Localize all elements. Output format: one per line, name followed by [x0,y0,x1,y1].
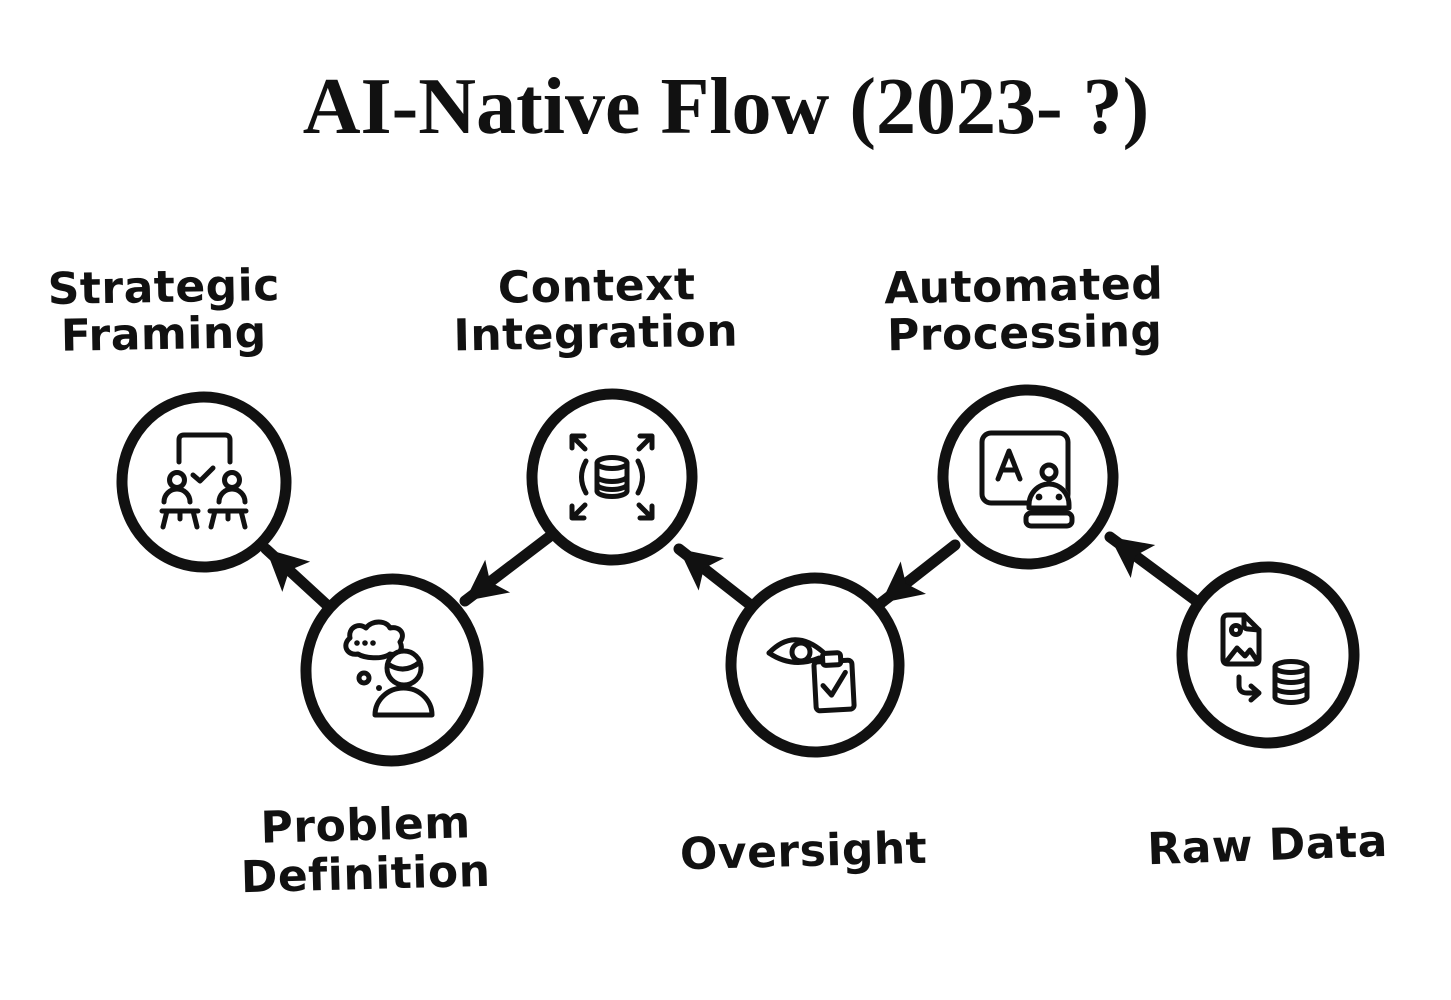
node-circle [300,573,484,767]
diagram-title: AI-Native Flow (2023- ?) [303,63,1149,151]
node-label-line: Raw Data [1146,816,1388,875]
eye-checklist-icon [766,637,857,714]
node-circle [1176,561,1360,749]
edges [260,531,1201,612]
database-expand-icon [569,433,655,521]
node-label-line: Processing [887,306,1163,362]
node-label-line: Integration [453,306,738,362]
node-circle [725,572,905,758]
thinking-person-icon [343,619,435,718]
image-to-database-icon [1220,612,1310,705]
node-label-line: Oversight [679,823,928,880]
node-label-line: Framing [60,307,267,362]
arrow-oversight-to-context-integration [673,543,754,609]
arrow-context-integration-to-problem-definition [459,531,555,607]
node-label-line: Definition [240,846,491,904]
arrow-raw-data-to-automated-processing [1104,531,1201,606]
node-raw-data: Raw Data [1146,561,1389,875]
ai-robot-icon [979,430,1075,529]
node-circle [937,384,1119,570]
node-label-line: Automated [884,259,1164,315]
node-label-line: Problem [260,797,471,853]
node-label-line: Strategic [47,260,280,315]
node-context-integration: Context Integration [453,259,738,566]
node-circle [116,391,292,573]
node-strategic-framing: Strategic Framing [47,260,292,573]
node-label-line: Context [497,259,696,313]
arrow-problem-definition-to-strategic-framing [260,543,334,612]
node-circle [526,388,698,566]
arrow-automated-processing-to-oversight [875,539,961,609]
node-problem-definition: Problem Definition [240,573,491,903]
node-oversight: Oversight [679,572,928,880]
meeting-table-icon [159,432,249,530]
node-automated-processing: Automated Processing [884,259,1164,570]
